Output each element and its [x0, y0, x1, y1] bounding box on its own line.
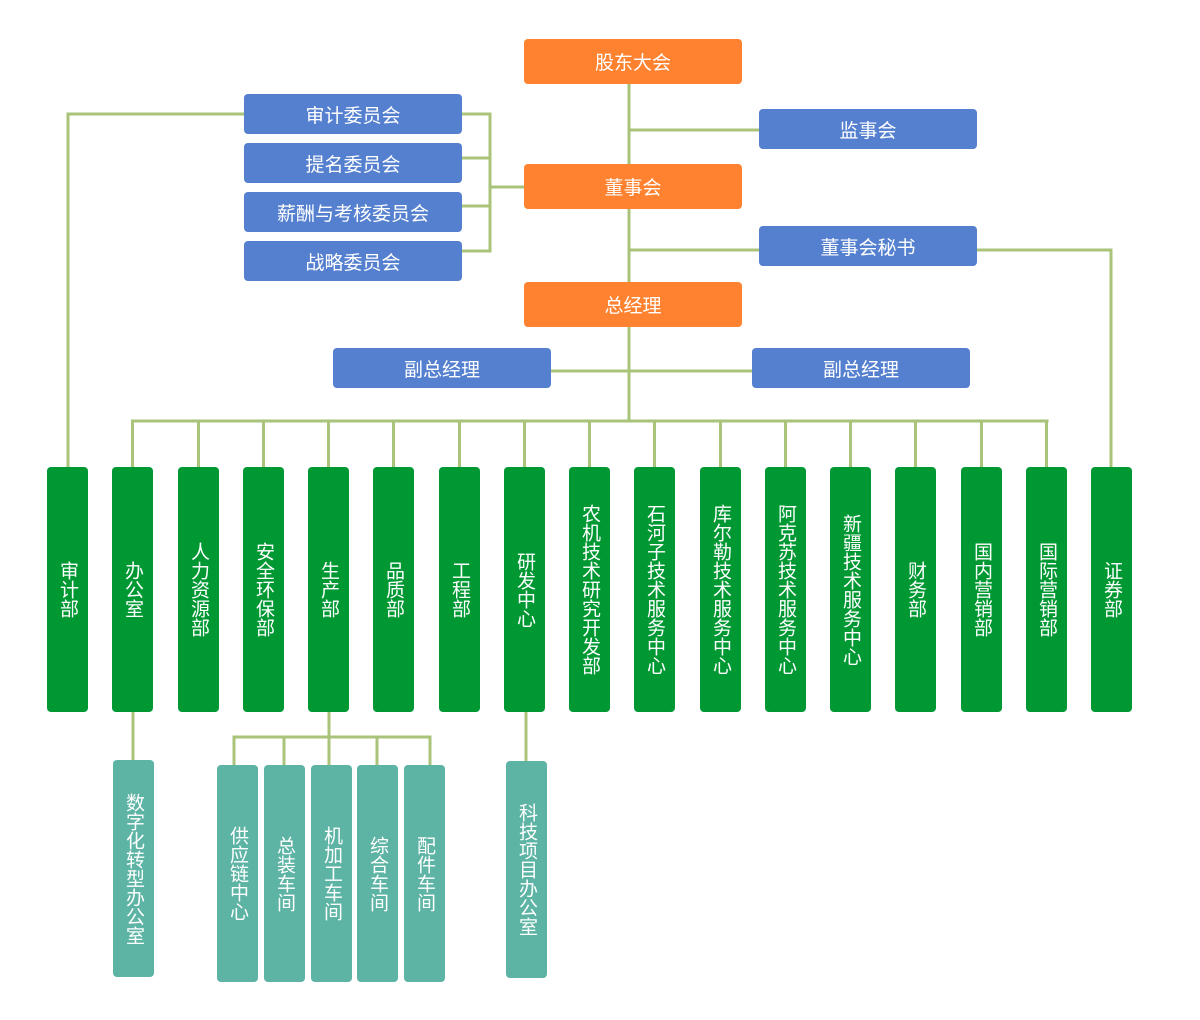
node-tech-project-office[interactable]: 科技项目办公室: [506, 761, 547, 978]
node-digital-transformation-office[interactable]: 数字化转型办公室: [113, 760, 154, 977]
node-assembly-workshop[interactable]: 总装车间: [264, 765, 305, 982]
node-nomination-committee[interactable]: 提名委员会: [244, 143, 462, 183]
node-safety-env-dept[interactable]: 安全环保部: [243, 467, 284, 712]
node-aksu-service-center[interactable]: 阿克苏技术服务中心: [765, 467, 806, 712]
node-audit-dept[interactable]: 审计部: [47, 467, 88, 712]
node-rnd-center[interactable]: 研发中心: [504, 467, 545, 712]
node-shihezi-service-center[interactable]: 石河子技术服务中心: [634, 467, 675, 712]
node-securities-dept[interactable]: 证券部: [1091, 467, 1132, 712]
node-machining-workshop[interactable]: 机加工车间: [311, 765, 352, 982]
node-board-of-directors[interactable]: 董事会: [524, 164, 742, 209]
node-quality-dept[interactable]: 品质部: [373, 467, 414, 712]
node-domestic-marketing-dept[interactable]: 国内营销部: [961, 467, 1002, 712]
node-supply-chain-center[interactable]: 供应链中心: [217, 765, 258, 982]
node-shareholders-meeting[interactable]: 股东大会: [524, 39, 742, 84]
node-general-manager[interactable]: 总经理: [524, 282, 742, 327]
node-agri-machinery-rnd-dept[interactable]: 农机技术研究开发部: [569, 467, 610, 712]
node-general-workshop[interactable]: 综合车间: [357, 765, 398, 982]
node-remuneration-committee[interactable]: 薪酬与考核委员会: [244, 192, 462, 232]
node-deputy-gm-left[interactable]: 副总经理: [333, 348, 551, 388]
node-international-marketing-dept[interactable]: 国际营销部: [1026, 467, 1067, 712]
node-hr-dept[interactable]: 人力资源部: [178, 467, 219, 712]
node-board-secretary[interactable]: 董事会秘书: [759, 226, 977, 266]
node-supervisory-board[interactable]: 监事会: [759, 109, 977, 149]
node-xinjiang-service-center[interactable]: 新疆技术服务中心: [830, 467, 871, 712]
node-parts-workshop[interactable]: 配件车间: [404, 765, 445, 982]
node-office[interactable]: 办公室: [112, 467, 153, 712]
node-production-dept[interactable]: 生产部: [308, 467, 349, 712]
node-strategy-committee[interactable]: 战略委员会: [244, 241, 462, 281]
node-korla-service-center[interactable]: 库尔勒技术服务中心: [700, 467, 741, 712]
node-audit-committee[interactable]: 审计委员会: [244, 94, 462, 134]
node-engineering-dept[interactable]: 工程部: [439, 467, 480, 712]
node-deputy-gm-right[interactable]: 副总经理: [752, 348, 970, 388]
node-finance-dept[interactable]: 财务部: [895, 467, 936, 712]
